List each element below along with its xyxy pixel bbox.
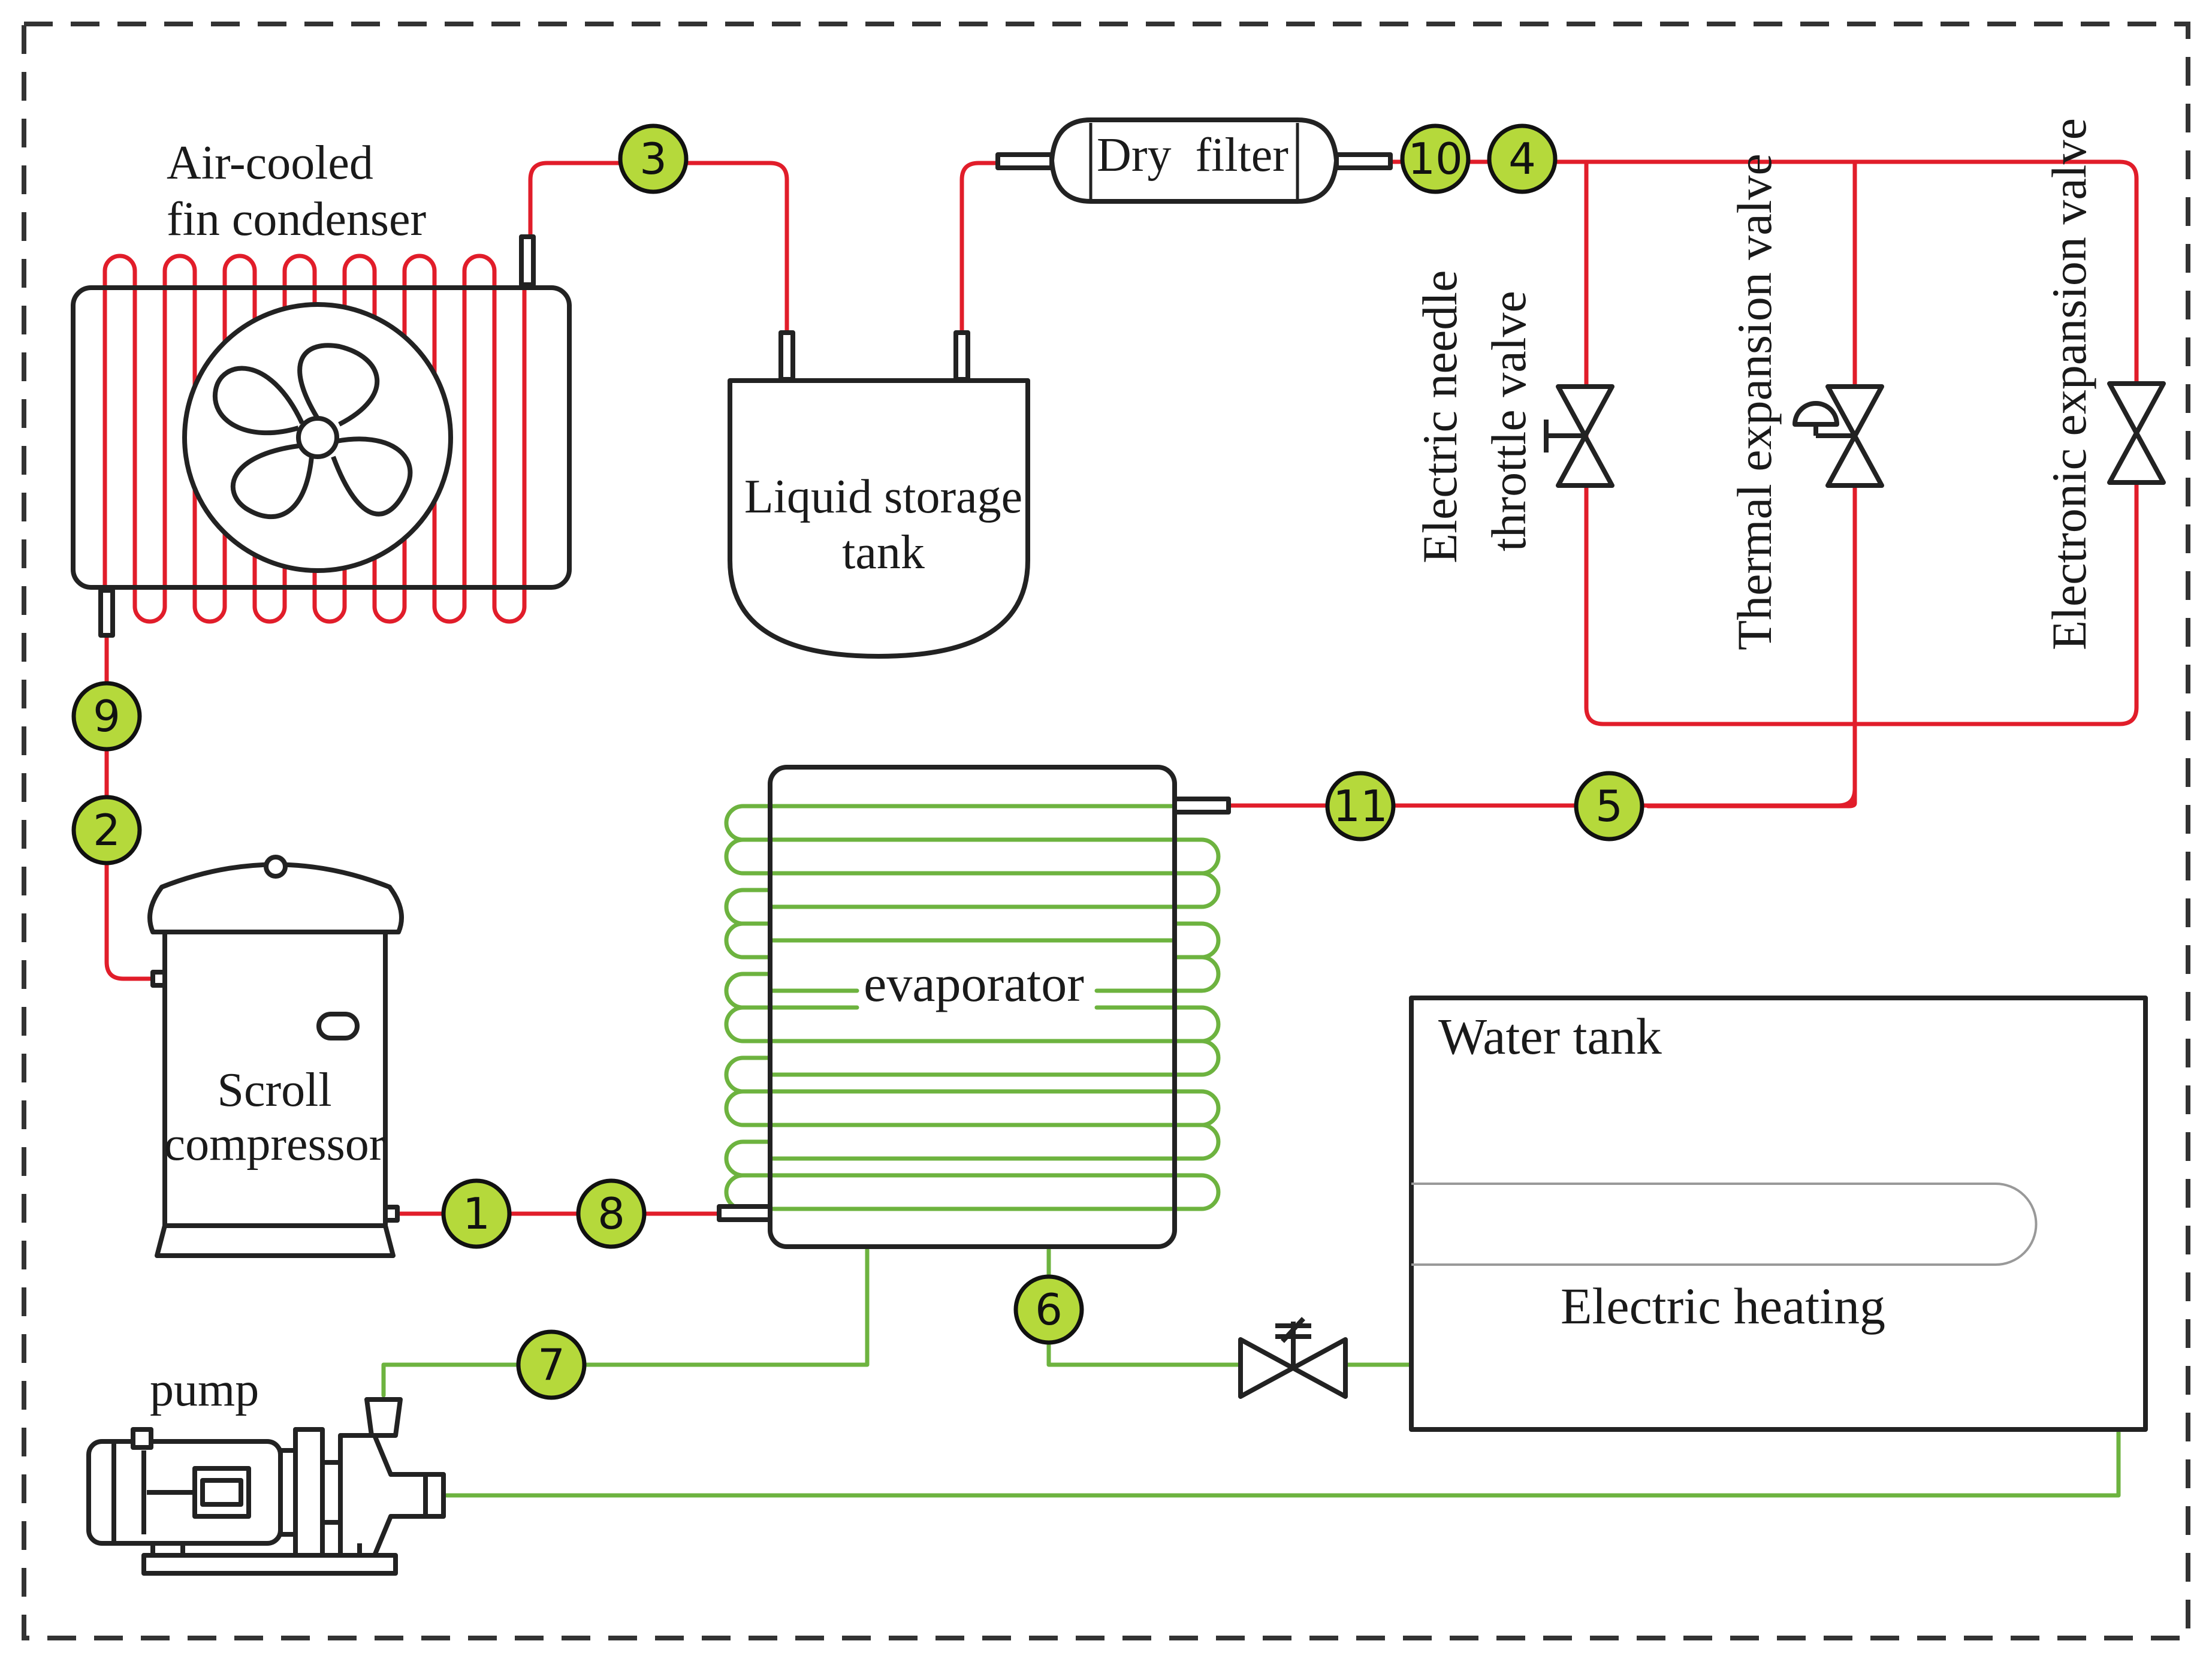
node-4: 4 — [1487, 123, 1558, 194]
node-5: 5 — [1574, 771, 1644, 841]
evaporator: evaporator — [717, 765, 1231, 1249]
node-6: 6 — [1013, 1274, 1084, 1345]
node-marker — [1325, 771, 1396, 841]
measurement-nodes: 1 2 3 4 5 6 7 8 9 10 11 — [71, 123, 1644, 1400]
storage-tank-label-2: tank — [842, 526, 925, 579]
node-marker — [71, 681, 142, 752]
node-10: 10 — [1400, 123, 1471, 194]
node-number: 10 — [1408, 134, 1463, 184]
compressor-label-2: compressor — [164, 1118, 385, 1171]
node-marker — [516, 1329, 587, 1400]
node-1: 1 — [441, 1178, 512, 1249]
compressor-label-1: Scroll — [217, 1064, 331, 1117]
needle-valve: Electric needle throttle valve — [1413, 270, 1615, 563]
dry-filter-label: Dry filter — [1097, 129, 1288, 182]
node-9: 9 — [71, 681, 142, 752]
node-marker — [618, 123, 689, 194]
node-number: 7 — [538, 1340, 565, 1390]
node-marker — [1013, 1274, 1084, 1345]
scroll-compressor: Scroll compressor — [147, 855, 404, 1258]
condenser-label-1: Air-cooled — [167, 137, 373, 189]
node-number: 9 — [93, 691, 120, 741]
evaporator-label: evaporator — [864, 955, 1084, 1012]
storage-tank-label-1: Liquid storage — [744, 470, 1022, 523]
pump-icon — [86, 1397, 446, 1576]
pump-label: pump — [150, 1364, 259, 1416]
electronic-expansion-valve: Electronic expansion valve — [2042, 118, 2166, 650]
dry-filter: Dry filter — [995, 117, 1393, 204]
electronic-valve-label: Electronic expansion valve — [2042, 118, 2096, 650]
node-marker — [1487, 123, 1558, 194]
node-marker — [1574, 771, 1644, 841]
node-marker — [441, 1178, 512, 1249]
node-number: 2 — [93, 805, 120, 855]
node-number: 8 — [597, 1189, 625, 1239]
node-number: 6 — [1035, 1284, 1063, 1335]
electronic-valve-icon — [2107, 381, 2166, 485]
water-lines — [381, 804, 2121, 1498]
node-number: 5 — [1595, 781, 1623, 831]
needle-valve-label-2: throttle valve — [1481, 291, 1536, 551]
node-7: 7 — [516, 1329, 587, 1400]
gate-valve-icon — [1238, 1317, 1348, 1399]
thermal-expansion-valve: Thermal expansion valve — [1727, 153, 1884, 650]
pump: pump — [86, 1364, 446, 1576]
node-3: 3 — [618, 123, 689, 194]
node-2: 2 — [71, 795, 142, 865]
water-tank: Water tank Electric heating — [1409, 996, 2148, 1432]
needle-valve-label-1: Electric needle — [1413, 270, 1467, 563]
condenser-label-2: fin condenser — [167, 193, 426, 246]
node-marker — [71, 795, 142, 865]
node-number: 1 — [463, 1189, 490, 1239]
node-number: 11 — [1333, 781, 1388, 831]
dashed-frame — [22, 22, 2190, 1640]
liquid-storage-tank: Liquid storage tank — [728, 330, 1030, 659]
refrigerant-lines — [102, 159, 2139, 1216]
node-8: 8 — [576, 1178, 647, 1249]
fan-icon — [182, 302, 453, 573]
node-number: 3 — [639, 134, 667, 184]
node-number: 4 — [1508, 134, 1536, 184]
air-cooled-condenser: Air-cooled fin condenser — [71, 137, 572, 638]
node-marker — [576, 1178, 647, 1249]
thermal-valve-icon — [1792, 384, 1884, 488]
node-marker — [1400, 123, 1471, 194]
node-11: 11 — [1325, 771, 1396, 841]
thermal-valve-label: Thermal expansion valve — [1727, 153, 1782, 650]
water-tank-label: Water tank — [1438, 1008, 1662, 1065]
electric-heating-label: Electric heating — [1561, 1277, 1885, 1335]
needle-valve-icon — [1544, 384, 1615, 488]
